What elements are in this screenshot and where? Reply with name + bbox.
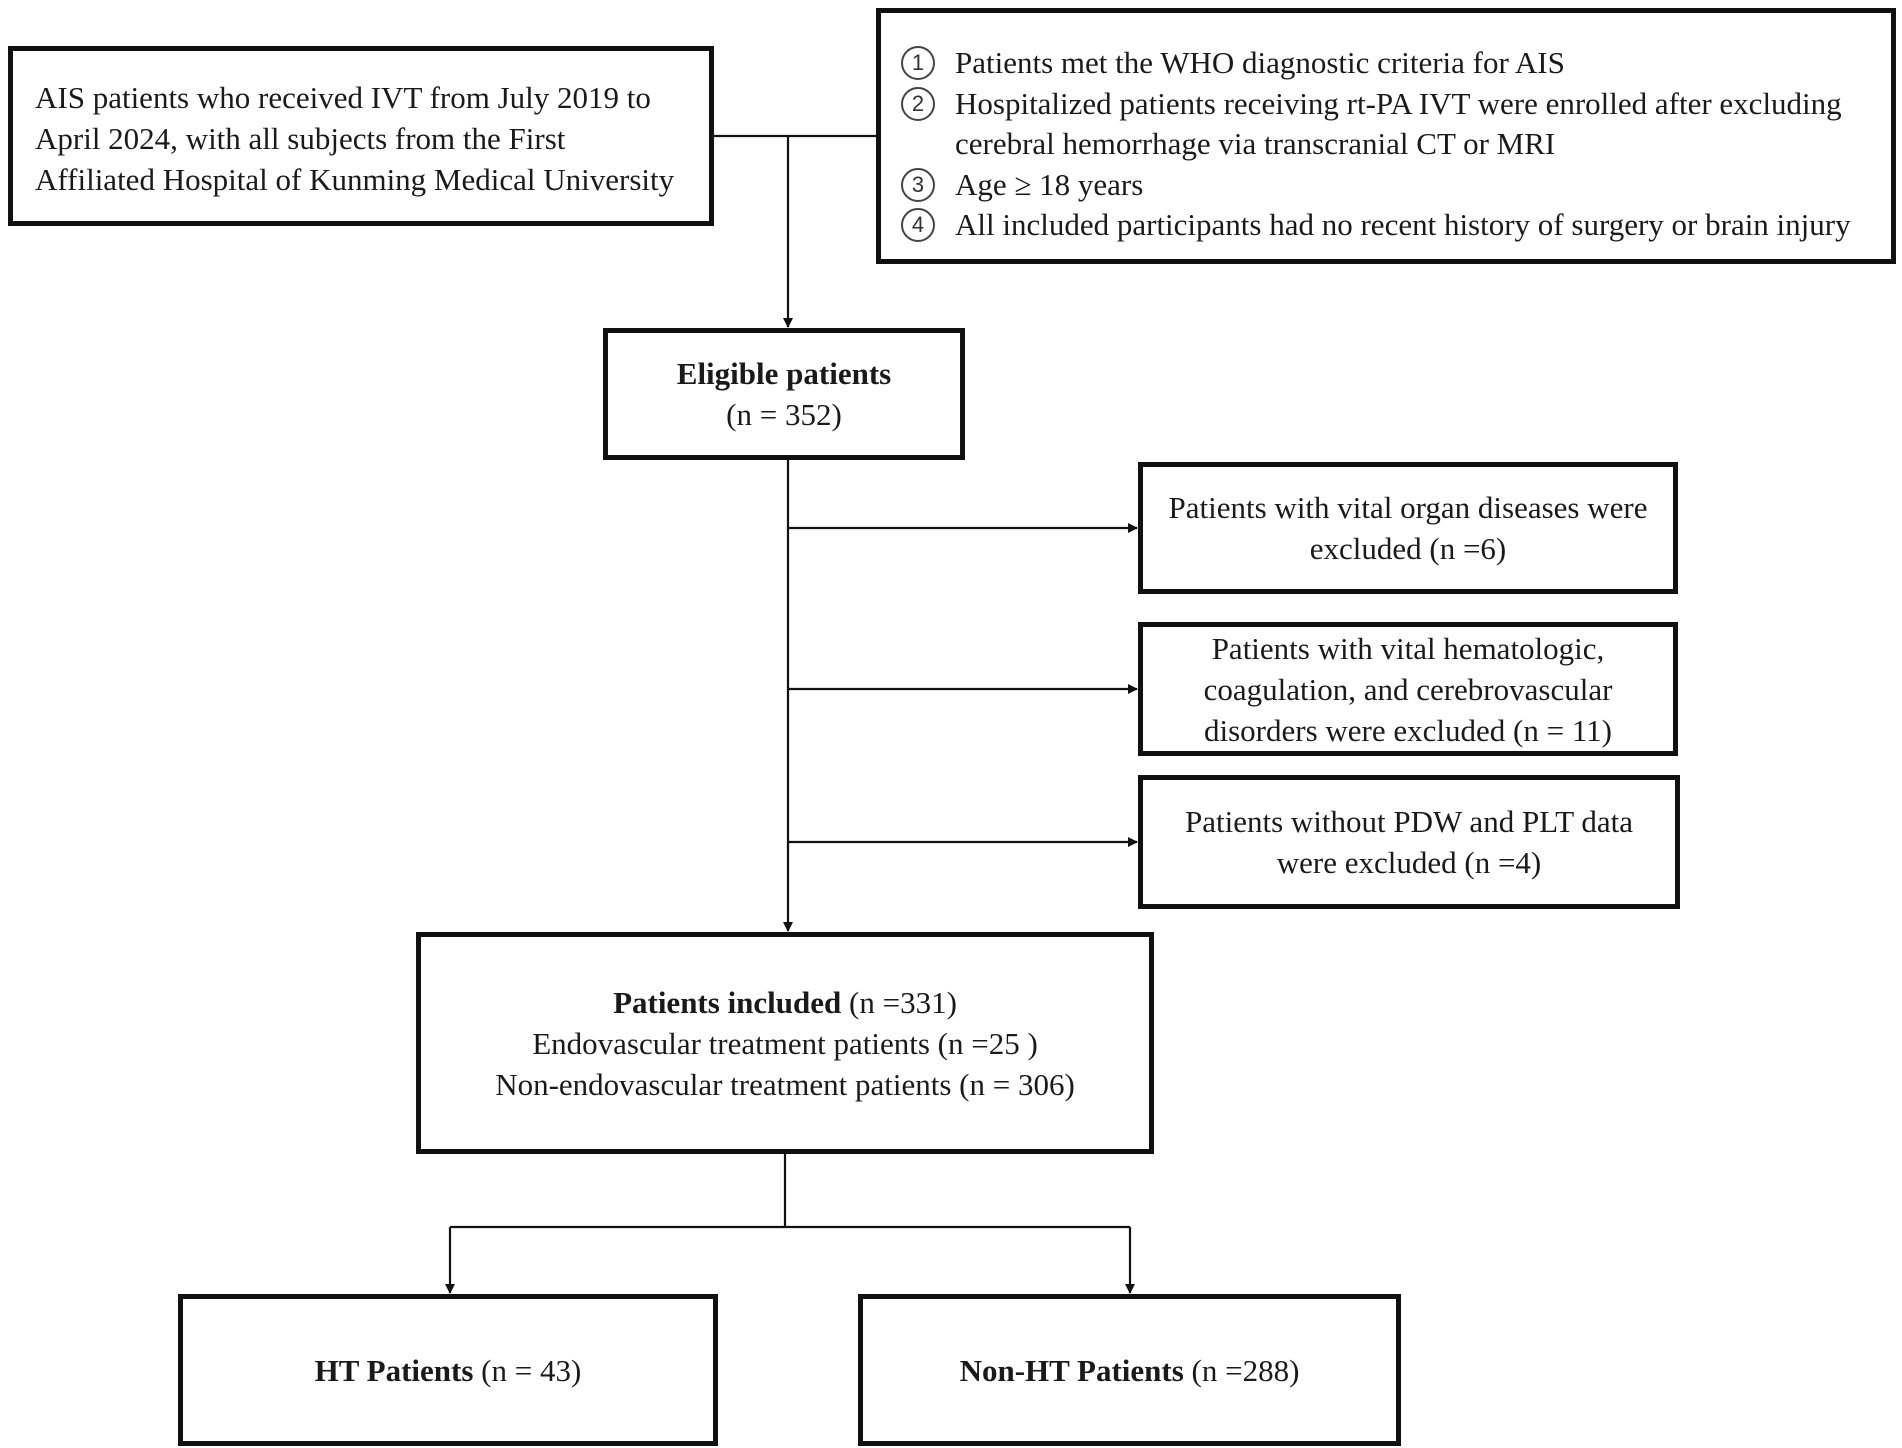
nonht-count: (n =288) [1183, 1352, 1300, 1388]
ht-patients-box: HT Patients (n = 43) [178, 1294, 718, 1446]
exclusion-box-missing-data: Patients without PDW and PLT data were e… [1138, 775, 1680, 909]
criterion-text: Hospitalized patients receiving rt-PA IV… [955, 85, 1842, 121]
exclusion-line: disorders were excluded (n = 11) [1204, 712, 1612, 748]
criterion-text: Age ≥ 18 years [955, 166, 1144, 202]
eligible-title: Eligible patients [676, 356, 892, 391]
criterion-number: 2 [901, 86, 935, 121]
criterion-item: 4 All included participants had no recen… [901, 205, 1891, 246]
exclusion-line: Patients with vital organ diseases were [1168, 490, 1648, 525]
source-line: April 2024, with all subjects from the F… [35, 121, 566, 156]
included-heading: Patients included (n =331) [613, 982, 957, 1023]
exclusion-line: were excluded (n =4) [1276, 845, 1542, 880]
exclusion-box-organ-diseases: Patients with vital organ diseases were … [1138, 462, 1678, 594]
criterion-item: 2 Hospitalized patients receiving rt-PA … [901, 84, 1891, 125]
criterion-text: All included participants had no recent … [955, 207, 1851, 243]
criterion-continuation: cerebral hemorrhage via transcranial CT … [901, 124, 1891, 165]
nonht-title: Non-HT Patients [959, 1352, 1184, 1388]
exclusion-line: coagulation, and cerebrovascular [1203, 671, 1613, 707]
source-line: Affiliated Hospital of Kunming Medical U… [35, 162, 675, 197]
included-line: Non-endovascular treatment patients (n =… [495, 1066, 1075, 1102]
ht-count: (n = 43) [473, 1352, 582, 1388]
included-line: Endovascular treatment patients (n =25 ) [532, 1025, 1038, 1061]
criterion-number: 1 [901, 46, 935, 81]
exclusion-line: excluded (n =6) [1309, 531, 1507, 566]
ht-heading: HT Patients (n = 43) [315, 1350, 582, 1391]
criterion-number: 3 [901, 167, 935, 202]
eligible-count: (n = 352) [726, 397, 842, 432]
exclusion-box-hematologic: Patients with vital hematologic, coagula… [1138, 622, 1678, 756]
source-line: AIS patients who received IVT from July … [35, 80, 651, 115]
exclusion-line: Patients with vital hematologic, [1211, 630, 1605, 666]
non-ht-patients-box: Non-HT Patients (n =288) [858, 1294, 1401, 1446]
patients-included-box: Patients included (n =331) Endovascular … [416, 932, 1154, 1154]
included-title: Patients included [613, 984, 842, 1020]
eligible-patients-box: Eligible patients (n = 352) [603, 328, 965, 460]
criterion-item: 3 Age ≥ 18 years [901, 165, 1891, 206]
ht-title: HT Patients [314, 1352, 474, 1388]
criterion-number: 4 [901, 208, 935, 243]
criterion-text: Patients met the WHO diagnostic criteria… [955, 45, 1565, 81]
included-count: (n =331) [841, 984, 957, 1020]
nonht-heading: Non-HT Patients (n =288) [960, 1350, 1300, 1391]
inclusion-criteria-box: 1 Patients met the WHO diagnostic criter… [876, 8, 1896, 264]
criterion-text: cerebral hemorrhage via transcranial CT … [955, 126, 1556, 162]
source-population-box: AIS patients who received IVT from July … [8, 46, 714, 226]
exclusion-line: Patients without PDW and PLT data [1184, 804, 1634, 839]
criterion-item: 1 Patients met the WHO diagnostic criter… [901, 43, 1891, 84]
